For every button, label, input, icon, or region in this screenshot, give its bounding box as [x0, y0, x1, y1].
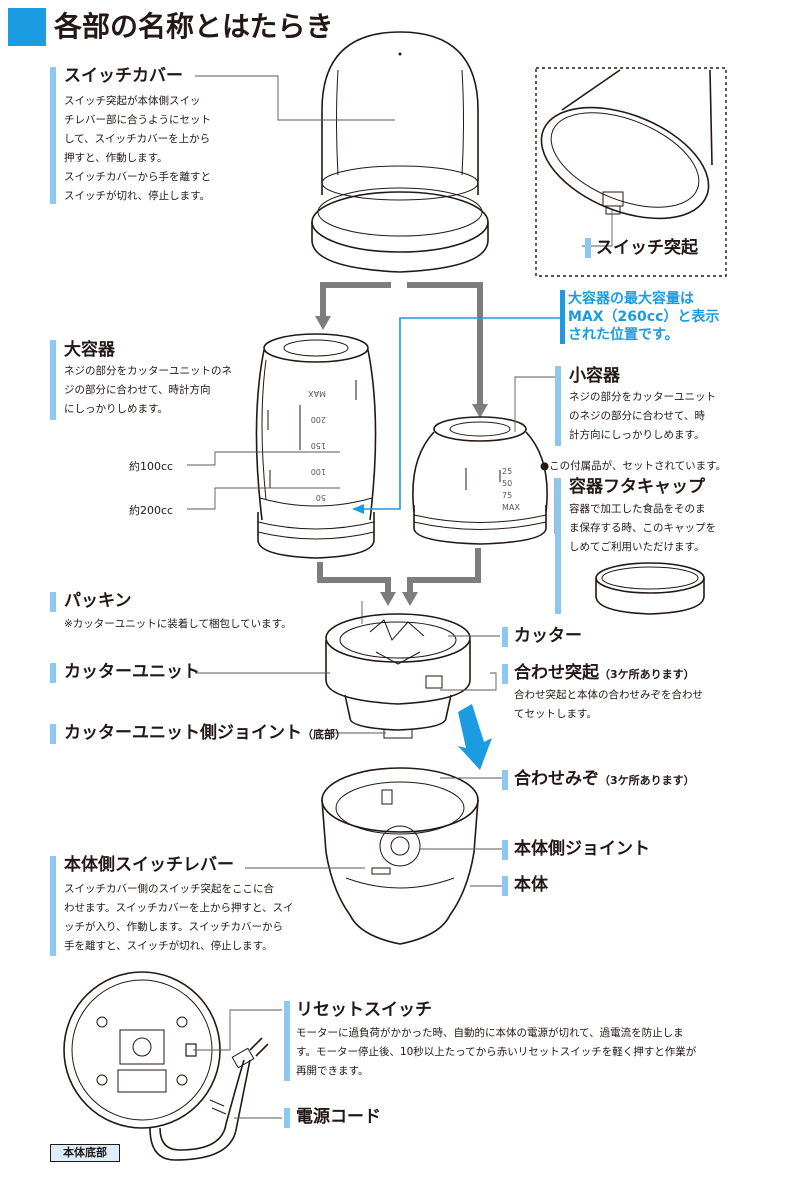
alignment-groove-bar — [502, 770, 508, 790]
body-switch-lever-label: 本体側スイッチレバー — [64, 855, 234, 875]
small-container-scale: 25 50 75 MAX — [502, 467, 520, 512]
small-container-description: ネジの部分をカッターユニット のネジの部分に合わせて、時 計方向にしっかりしめま… — [569, 391, 716, 441]
large-container-label: 大容器 — [64, 340, 115, 360]
large-container-drawing — [255, 333, 377, 559]
cutter-bar — [502, 627, 508, 647]
switch-cover-description: スイッチ突起が本体側スイッ チレバー部に合うようにセット して、スイッチカバーを… — [64, 95, 211, 202]
alignment-groove-label: 合わせみぞ（3ケ所あります） — [514, 769, 695, 789]
max-capacity-note: 大容器の最大容量は MAX（260cc）と表示 された位置です。 — [568, 291, 720, 343]
large-container-bar — [50, 340, 56, 420]
switch-protrusion-label: スイッチ突起 — [596, 238, 698, 258]
cutter-unit-drawing — [325, 613, 471, 739]
alignment-protrusion-label: 合わせ突起（3ケ所あります） — [514, 663, 695, 683]
approx-200cc-label: 約200cc — [129, 504, 174, 517]
reset-switch-description: モーターに過負荷がかかった時、自動的に本体の電源が切れて、過電流を防止しま す。… — [296, 1027, 697, 1077]
small-container-drawing — [412, 416, 548, 545]
body-switch-lever-description: スイッチカバー側のスイッチ突起をここに合 わせます。スイッチカバーを上から押すと… — [64, 883, 294, 952]
scale-mark: 100 — [310, 467, 326, 476]
alignment-protrusion-bar — [502, 664, 508, 684]
reset-switch-label: リセットスイッチ — [296, 1000, 432, 1020]
packing-note: ※カッターユニットに装着して梱包しています。 — [64, 618, 292, 630]
max-note-bar — [560, 290, 565, 344]
reset-switch-bar — [284, 1001, 290, 1081]
cutter-joint-bar — [50, 724, 56, 744]
scale-mark: 150 — [310, 441, 326, 450]
cap-drawing — [595, 562, 705, 615]
body-label: 本体 — [514, 875, 548, 895]
scale-mark: 50 — [315, 493, 326, 502]
body-bar — [502, 876, 508, 896]
cap-description: 容器で加工した食品をそのま ま保存する時、このキャップを しめてご利用いただけま… — [569, 503, 716, 553]
title-marker — [8, 8, 46, 46]
body-drawing — [321, 767, 479, 945]
switch-cover-detail-drawing — [540, 69, 713, 220]
blue-down-arrow — [458, 704, 492, 770]
switch-protrusion-bar — [585, 238, 591, 258]
accessory-note: ●この付属品が、セットされています。 — [540, 460, 727, 472]
alignment-protrusion-description: 合わせ突起と本体の合わせみぞを合わせ てセットします。 — [514, 689, 703, 720]
large-container-description: ネジの部分をカッターユニットのネ ジの部分に合わせて、時計方向 にしっかりしめま… — [64, 365, 232, 415]
power-cord-bar — [284, 1108, 290, 1128]
cutter-unit-bar — [50, 663, 56, 683]
small-container-label: 小容器 — [569, 366, 620, 386]
body-switch-lever-bar — [50, 856, 56, 956]
approx-100cc-label: 約100cc — [129, 460, 174, 473]
power-cord-label: 電源コード — [296, 1107, 381, 1127]
cutter-label: カッター — [514, 626, 582, 646]
page-title: 各部の名称とはたらき — [54, 10, 334, 43]
body-joint-label: 本体側ジョイント — [514, 839, 650, 859]
packing-label: パッキン — [64, 591, 132, 611]
cap-bar — [555, 478, 561, 614]
body-bottom-tag: 本体底部 — [50, 1144, 120, 1162]
switch-cover-drawing — [311, 31, 489, 273]
small-container-bar — [555, 366, 561, 446]
switch-cover-bar — [50, 67, 56, 204]
packing-bar — [50, 592, 56, 612]
body-bottom-drawing — [63, 971, 269, 1161]
scale-mark: 200 — [310, 415, 326, 424]
cutter-unit-label: カッターユニット — [64, 662, 200, 682]
body-joint-bar — [502, 840, 508, 860]
cap-label: 容器フタキャップ — [569, 477, 705, 497]
scale-mark: MAX — [308, 389, 326, 398]
switch-cover-label: スイッチカバー — [64, 66, 183, 86]
cutter-joint-label: カッターユニット側ジョイント（底部） — [64, 723, 346, 743]
